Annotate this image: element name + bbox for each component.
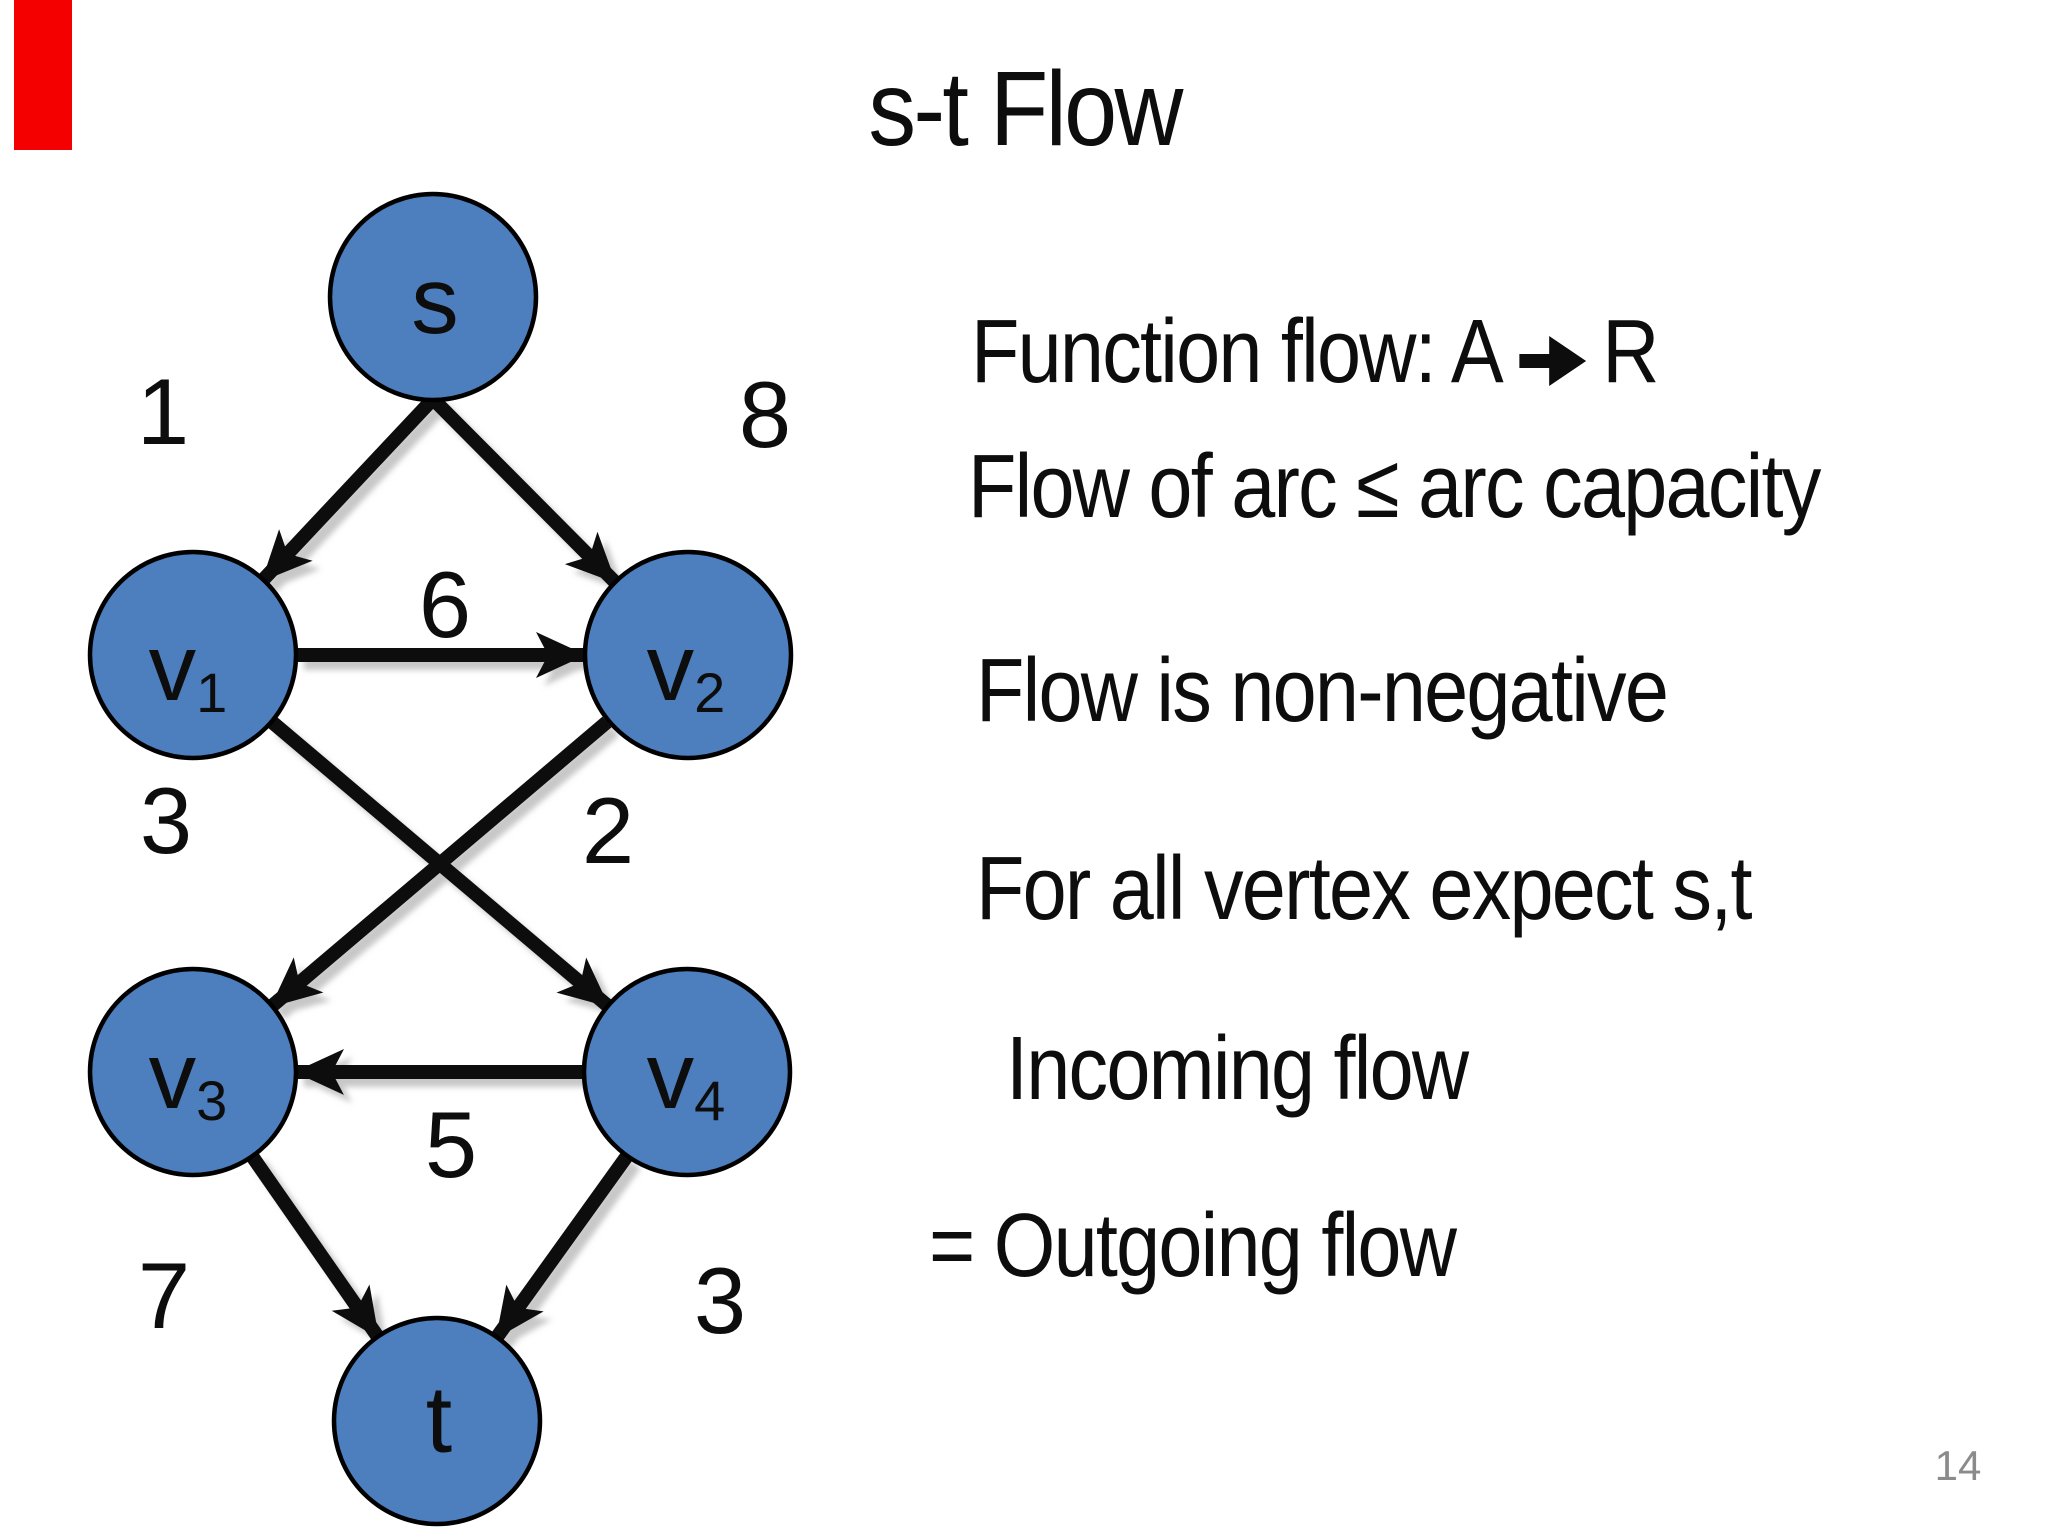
node-label-v1: v1 [149, 615, 228, 724]
edge-capacity-v4-v3: 5 [425, 1092, 477, 1197]
title-row: s-t Flow [0, 49, 2048, 170]
node-label-group: s v1 v2 v3 v4 t [149, 248, 726, 1473]
edge-s-v2 [428, 394, 620, 587]
node-label-s: s [411, 248, 459, 354]
edge-capacity-v1-v4: 3 [140, 768, 192, 873]
edge-capacity-group: 1 8 6 3 2 5 7 3 [137, 359, 791, 1353]
node-v3 [87, 966, 299, 1178]
edge-capacity-s-v2: 8 [739, 362, 791, 467]
node-group [87, 191, 794, 1527]
red-corner-decoration [14, 0, 72, 150]
maps-to-arrow-icon [1519, 313, 1589, 403]
edge-v2-v3 [267, 716, 612, 1012]
node-v2 [582, 549, 794, 761]
edge-capacity-v4-t: 3 [694, 1248, 746, 1353]
page-number: 14 [1934, 1442, 1982, 1489]
node-s [327, 191, 539, 403]
note-function-flow-prefix: Function flow: A [971, 302, 1504, 402]
edge-s-v1 [257, 394, 439, 585]
edge-group [246, 394, 633, 1342]
edge-capacity-v1-v2: 6 [419, 552, 471, 657]
note-outgoing-flow: = Outgoing flow [929, 1196, 1457, 1296]
node-v1 [87, 549, 299, 761]
note-incoming-flow: Incoming flow [1006, 1019, 1469, 1119]
note-non-negative: Flow is non-negative [976, 641, 1669, 741]
node-v4 [581, 966, 793, 1178]
page-title: s-t Flow [867, 50, 1183, 168]
node-t [331, 1315, 543, 1527]
edge-capacity-v2-v3: 2 [582, 778, 634, 883]
note-function-flow-suffix: R [1602, 302, 1659, 402]
note-capacity-constraint: Flow of arc ≤ arc capacity [968, 437, 1821, 537]
node-label-v3: v3 [149, 1023, 228, 1132]
note-for-all-vertex: For all vertex expect s,t [976, 839, 1752, 939]
edge-capacity-s-v1: 1 [137, 359, 189, 464]
node-label-v4: v4 [647, 1023, 726, 1132]
edge-capacity-v3-t: 7 [138, 1243, 190, 1348]
edge-v4-t [491, 1151, 633, 1342]
edge-v3-t [246, 1152, 384, 1341]
node-label-t: t [426, 1367, 452, 1473]
node-label-v2: v2 [647, 615, 726, 724]
